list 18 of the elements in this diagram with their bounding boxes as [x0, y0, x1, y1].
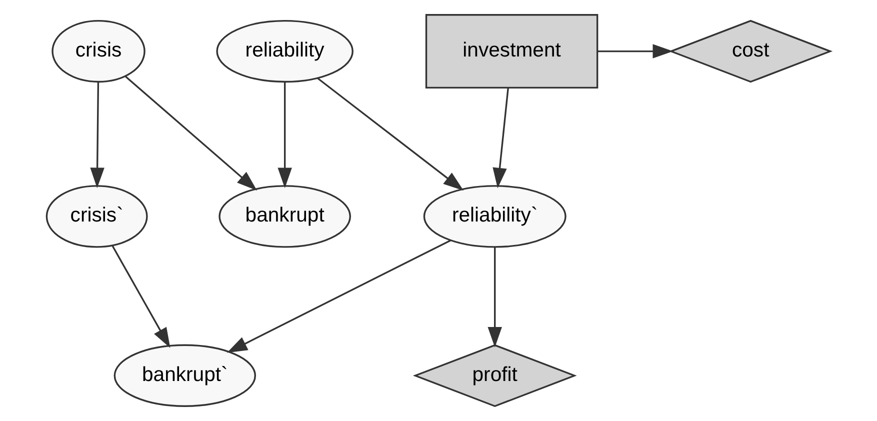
node-diamond: cost [668, 20, 833, 83]
node-ellipse: reliability` [423, 185, 566, 248]
node-ellipse: crisis [52, 20, 146, 83]
node-box: investment [425, 14, 598, 89]
arrow [598, 44, 674, 58]
arrow [124, 76, 258, 191]
arrow [226, 240, 451, 353]
node-diamond: profit [412, 344, 577, 408]
arrow [112, 246, 170, 348]
arrow [278, 82, 292, 188]
arrow [492, 88, 509, 188]
arrow [317, 78, 464, 191]
node-ellipse: bankrupt [218, 185, 351, 248]
arrow [90, 82, 104, 188]
arrow [488, 247, 502, 348]
node-ellipse: reliability [216, 20, 354, 83]
node-ellipse: bankrupt` [114, 344, 256, 407]
node-ellipse: crisis` [46, 185, 148, 248]
